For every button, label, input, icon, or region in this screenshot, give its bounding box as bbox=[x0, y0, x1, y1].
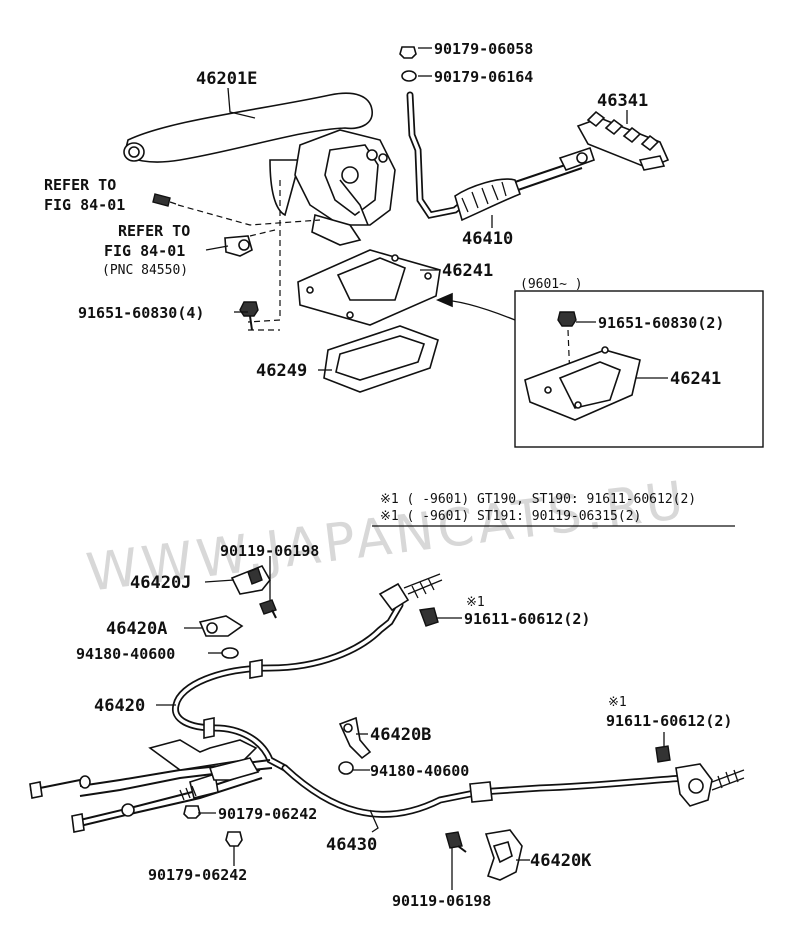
leader-line bbox=[227, 87, 256, 119]
label-46241: 46241 bbox=[442, 261, 493, 281]
label-46410: 46410 bbox=[462, 229, 513, 249]
label-91611-60612-mid: 91611-60612(2) bbox=[464, 610, 590, 628]
label-91651-60830-4: 91651-60830(4) bbox=[78, 304, 204, 322]
label-46341: 46341 bbox=[597, 91, 648, 111]
bolt-90119-06198-bottom-drawing bbox=[445, 831, 467, 853]
nut-94180-40600-b-drawing bbox=[338, 761, 354, 775]
plate-46241-drawing bbox=[297, 249, 441, 326]
bolt-90119-06198-top-drawing bbox=[259, 599, 277, 619]
label-46420A: 46420A bbox=[106, 619, 167, 639]
label-46249: 46249 bbox=[256, 361, 307, 381]
bolt-91611-right-drawing bbox=[655, 745, 671, 763]
label-90119-06198-top: 90119-06198 bbox=[220, 542, 319, 560]
cable-lower-left-drawing bbox=[71, 757, 263, 833]
label-90119-06198-bottom: 90119-06198 bbox=[392, 892, 491, 910]
leader-line bbox=[204, 579, 235, 583]
lever-assembly-drawing bbox=[123, 92, 396, 257]
inset-box bbox=[514, 290, 764, 448]
applicability-note-1: ※1 ( -9601) GT190, ST190: 91611-60612(2) bbox=[380, 492, 696, 507]
clamp-46420K-drawing bbox=[484, 829, 523, 881]
refer-to-label-2-line2: FIG 84-01 bbox=[104, 242, 185, 260]
cable-46410-drawing bbox=[399, 46, 596, 222]
guide-line bbox=[177, 204, 321, 226]
label-46420B: 46420B bbox=[370, 725, 431, 745]
label-91611-60612-right: 91611-60612(2) bbox=[606, 712, 732, 730]
inset-label-46241: 46241 bbox=[670, 369, 721, 389]
label-94180-40600-b: 94180-40600 bbox=[370, 762, 469, 780]
applicability-note-2: ※1 ( -9601) ST191: 90119-06315(2) bbox=[380, 509, 641, 524]
clamp-46420A-drawing bbox=[198, 615, 244, 637]
inset-plate-drawing bbox=[524, 311, 641, 421]
guide-line bbox=[247, 180, 281, 323]
inset-arrow-head bbox=[435, 292, 453, 308]
bolt-91611-mid-drawing bbox=[419, 607, 439, 627]
label-46420J: 46420J bbox=[130, 573, 191, 593]
label-90179-06058: 90179-06058 bbox=[434, 40, 533, 58]
leader-line bbox=[369, 809, 379, 833]
cable-46430-drawing bbox=[281, 763, 745, 818]
label-46430: 46430 bbox=[326, 835, 377, 855]
inset-label-91651-60830-2: 91651-60830(2) bbox=[598, 314, 724, 332]
inset-range-label: (9601~ ) bbox=[520, 277, 583, 292]
clamp-46420B-drawing bbox=[338, 716, 372, 760]
clamp-46420J-drawing bbox=[230, 564, 271, 595]
bolt-91651-drawing bbox=[239, 301, 259, 331]
refer-to-pnc-label: (PNC 84550) bbox=[102, 263, 188, 278]
mark-1-right: ※1 bbox=[608, 695, 627, 710]
refer-to-label-1-line1: REFER TO bbox=[44, 176, 116, 194]
mark-1-mid: ※1 bbox=[466, 595, 485, 610]
label-46420K: 46420K bbox=[530, 851, 592, 871]
nut-90179-06242-d-drawing bbox=[225, 831, 243, 847]
leader-line bbox=[205, 245, 229, 251]
nut-94180-40600-a-drawing bbox=[221, 647, 239, 659]
label-90179-06164: 90179-06164 bbox=[434, 68, 533, 86]
bracket-46341-drawing bbox=[576, 110, 670, 171]
gasket-46249-drawing bbox=[323, 325, 439, 393]
label-90179-06242-d: 90179-06242 bbox=[148, 866, 247, 884]
label-46201E: 46201E bbox=[196, 69, 257, 89]
refer-to-label-1-line2: FIG 84-01 bbox=[44, 196, 125, 214]
label-46420: 46420 bbox=[94, 696, 145, 716]
refer-to-label-2-line1: REFER TO bbox=[118, 222, 190, 240]
label-94180-40600-a: 94180-40600 bbox=[76, 645, 175, 663]
nut-90179-06242-c-drawing bbox=[183, 805, 201, 819]
guide-line bbox=[249, 229, 276, 237]
label-90179-06242-c: 90179-06242 bbox=[218, 805, 317, 823]
